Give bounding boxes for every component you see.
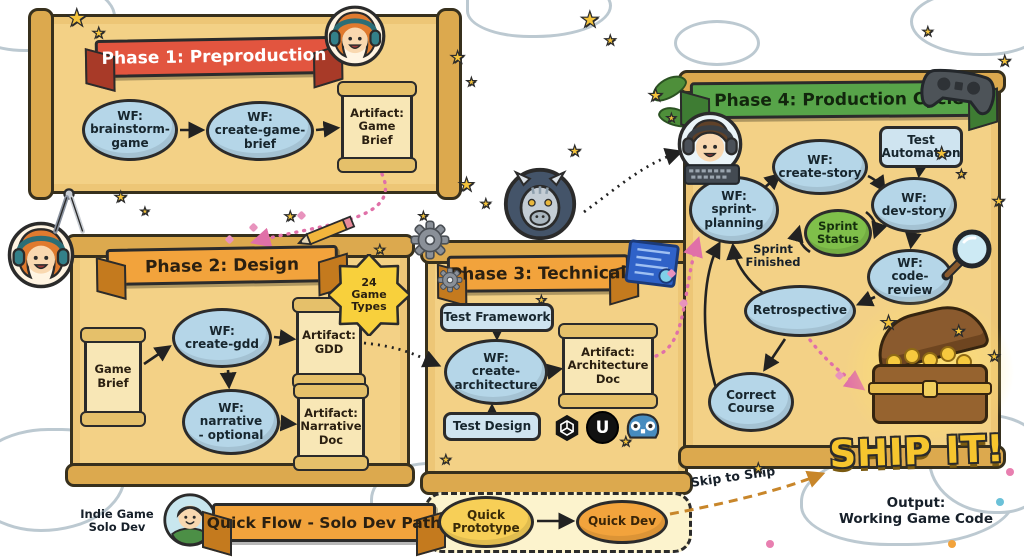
star-icon: ★ [955, 167, 967, 181]
unreal-icon: U [586, 411, 619, 444]
confetti-dot [996, 498, 1004, 506]
sprint-finished-label: Sprint Finished [745, 242, 801, 270]
node-quick-prototype: Quick Prototype [438, 496, 534, 548]
quickflow-banner: Quick Flow - Solo Dev Path [207, 503, 441, 542]
star-icon: ★ [465, 75, 477, 89]
star-icon: ★ [91, 24, 106, 42]
star-icon: ★ [933, 144, 950, 164]
sparkle-icon [248, 222, 259, 233]
phase3-banner: Phase 3: Technical [446, 254, 630, 293]
node-wf-narrative-optional: WF: narrative - optional [182, 389, 280, 455]
compass-icon [46, 186, 92, 236]
badge-24-game-types: 24 Game Types [326, 252, 412, 338]
node-wf-sprint-planning: WF: sprint- planning [689, 176, 779, 244]
cloud [674, 20, 760, 66]
star-icon: ★ [951, 322, 966, 340]
star-icon: ★ [997, 52, 1012, 70]
artifact-narrative-doc: Artifact: Narrative Doc [293, 383, 369, 471]
node-wf-create-gdd: WF: create-gdd [172, 308, 272, 368]
magnifier-icon [934, 222, 998, 286]
artifact-game-brief-input: Game Brief [80, 327, 146, 427]
confetti-dot [766, 540, 774, 548]
star-icon: ★ [921, 25, 934, 40]
star-icon: ★ [449, 48, 466, 68]
node-sprint-status: Sprint Status [804, 209, 872, 257]
badge-24-game-types-label: 24 Game Types [351, 276, 387, 313]
star-icon: ★ [567, 142, 582, 160]
game-controller-icon [914, 57, 1001, 126]
phase3-dragon-avatar [502, 166, 578, 242]
gear-icon [408, 218, 452, 262]
node-retrospective: Retrospective [744, 285, 856, 337]
star-icon: ★ [603, 33, 617, 49]
star-icon: ★ [439, 453, 452, 468]
sparkle-icon [296, 210, 307, 221]
star-icon: ★ [665, 111, 677, 125]
chest-lock [922, 380, 938, 398]
coin-icon [904, 348, 920, 364]
star-icon: ★ [139, 205, 150, 218]
star-icon: ★ [479, 197, 492, 212]
node-correct-course: Correct Course [708, 372, 794, 432]
treasure-chest-icon [844, 294, 1014, 449]
node-wf-create-story: WF: create-story [772, 139, 868, 195]
unity-icon [552, 413, 582, 443]
star-icon: ★ [457, 174, 476, 196]
gear-icon [436, 266, 464, 294]
node-wf-brainstorm-game: WF: brainstorm- game [82, 99, 178, 161]
artifact-game-brief: Artifact: Game Brief [337, 81, 417, 173]
node-quick-dev: Quick Dev [576, 500, 668, 544]
star-icon: ★ [619, 435, 632, 450]
phase2-designer-avatar [6, 220, 76, 290]
keyboard-icon [684, 164, 740, 185]
confetti-dot [1006, 468, 1014, 476]
star-icon: ★ [647, 86, 664, 106]
node-test-automation: Test Automation [879, 126, 963, 168]
phase1-dev-avatar [323, 4, 387, 68]
star-icon: ★ [417, 209, 429, 223]
star-icon: ★ [751, 461, 765, 477]
star-icon: ★ [987, 349, 1001, 365]
ship-it-label: SHIP IT! [828, 426, 1006, 477]
star-icon: ★ [879, 312, 898, 334]
solo-dev-label: Indie Game Solo Dev [80, 507, 154, 535]
star-icon: ★ [535, 293, 547, 307]
star-icon: ★ [113, 188, 128, 206]
star-icon: ★ [579, 8, 600, 33]
confetti-dot [948, 540, 956, 548]
node-wf-create-architecture: WF: create- architecture [444, 339, 548, 405]
blueprint-icon [623, 235, 687, 294]
node-test-design: Test Design [443, 412, 541, 441]
star-icon: ★ [991, 192, 1006, 210]
phase1-banner: Phase 1: Preproduction [94, 35, 334, 79]
coin-icon [940, 346, 956, 362]
star-icon: ★ [283, 209, 297, 225]
node-wf-create-game-brief: WF: create-game- brief [206, 101, 314, 161]
output-label: Output: Working Game Code [838, 495, 994, 527]
node-test-framework: Test Framework [440, 303, 554, 332]
artifact-architecture-doc: Artifact: Architecture Doc [558, 323, 658, 409]
star-icon: ★ [65, 4, 88, 32]
star-icon: ★ [373, 243, 386, 258]
godot-icon [624, 410, 662, 442]
